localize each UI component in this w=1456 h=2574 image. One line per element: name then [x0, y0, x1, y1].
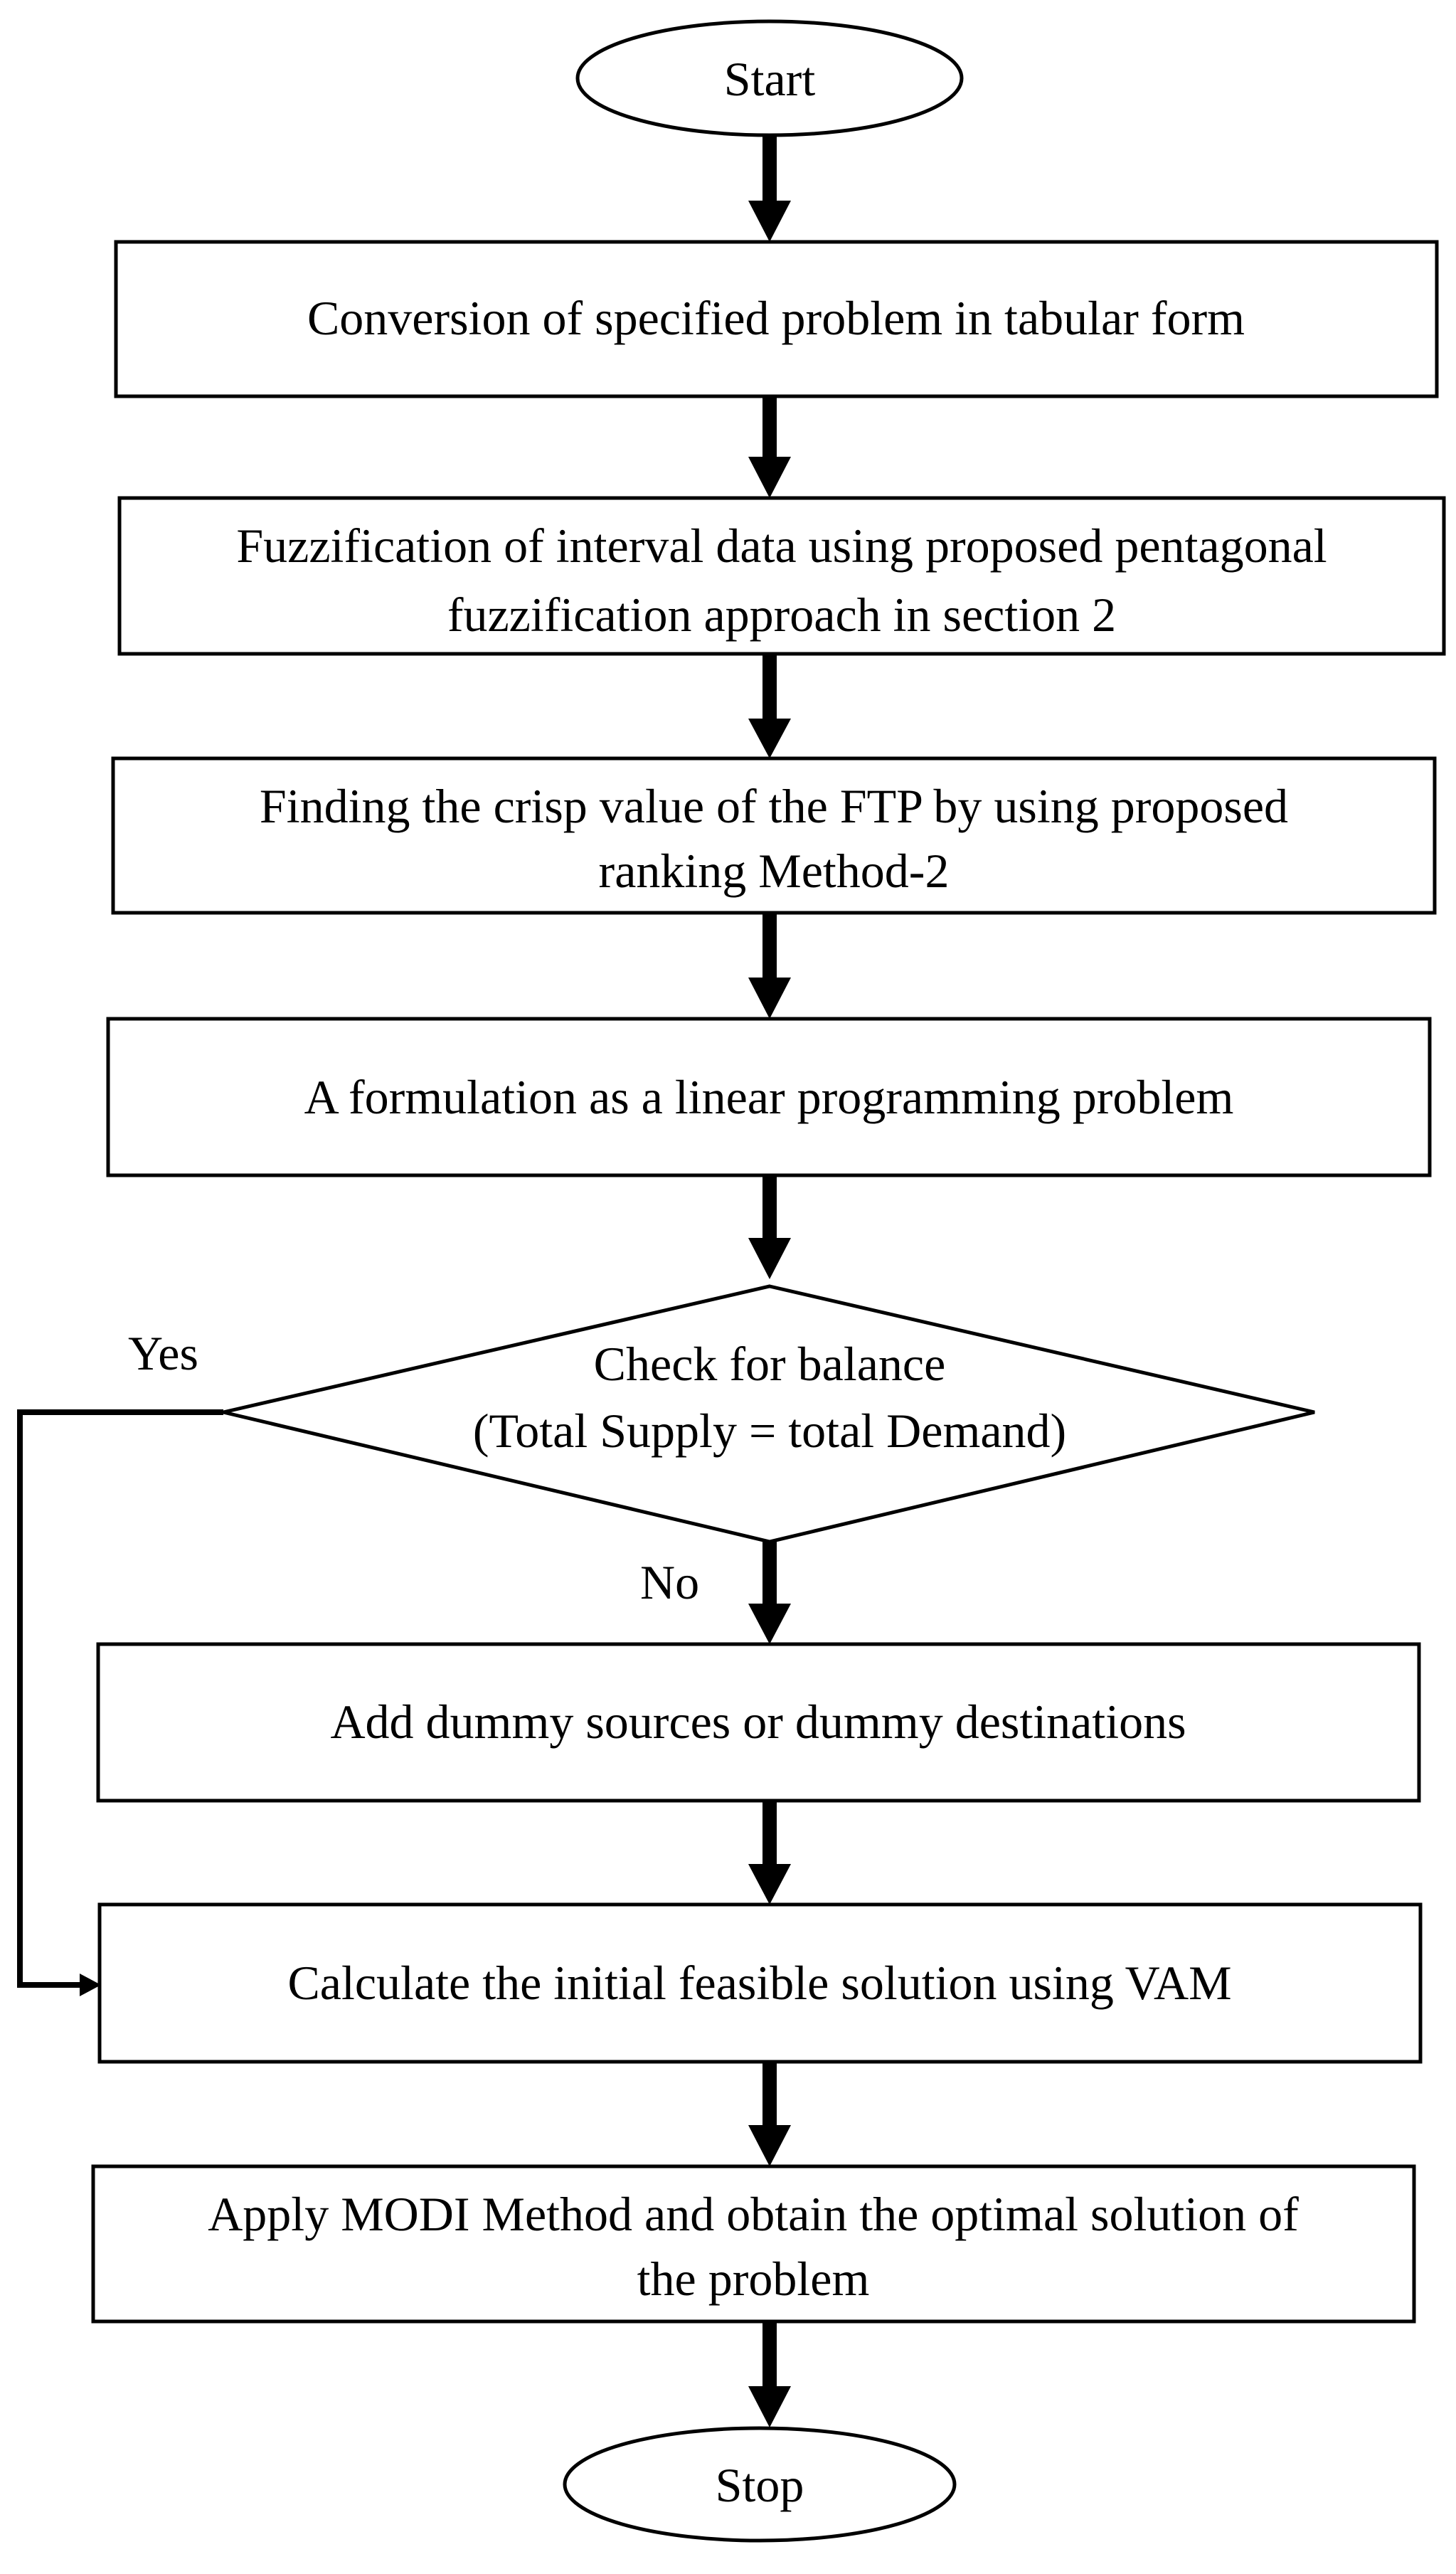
- arrow-step4-to-decision: [748, 1175, 791, 1279]
- step-text-line: Apply MODI Method and obtain the optimal…: [208, 2187, 1299, 2241]
- step-text-line: the problem: [637, 2252, 870, 2306]
- stop-oval: [563, 2426, 957, 2543]
- arrow-decision-to-dummy: [748, 1542, 791, 1644]
- process-box: [91, 2164, 1416, 2324]
- start-label: Start: [724, 52, 816, 106]
- arrow-head: [748, 1604, 791, 1644]
- step-lp-formulation: A formulation as a linear programming pr…: [106, 1017, 1432, 1177]
- arrow-head: [748, 201, 791, 242]
- arrow-head: [748, 2386, 791, 2427]
- stop-terminator: Stop: [563, 2426, 957, 2543]
- step-text-line: Fuzzification of interval data using pro…: [236, 519, 1327, 573]
- process-box: [117, 496, 1446, 656]
- arrow-head: [748, 2125, 791, 2166]
- arrow-step2-to-step3: [748, 654, 791, 758]
- start-terminator: Start: [575, 19, 964, 137]
- step-text-line: fuzzification approach in section 2: [447, 588, 1116, 642]
- yes-branch-connector: [17, 1409, 223, 1996]
- arrow-head: [748, 1864, 791, 1905]
- yes-connector-line: [17, 1409, 223, 1988]
- step-add-dummy: Add dummy sources or dummy destinations: [96, 1642, 1421, 1803]
- arrow-start-to-step1: [748, 135, 791, 242]
- arrow-head: [748, 1238, 791, 1279]
- yes-arrow-head: [80, 1974, 101, 1996]
- step-text-line: Conversion of specified problem in tabul…: [307, 291, 1245, 345]
- no-branch-label: No: [640, 1555, 699, 1609]
- arrow-modi-to-stop: [748, 2321, 791, 2427]
- arrow-dummy-to-vam: [748, 1801, 791, 1905]
- arrow-head: [748, 719, 791, 758]
- decision-balance-check: Check for balance (Total Supply = total …: [223, 1284, 1315, 1544]
- step-text-line: A formulation as a linear programming pr…: [304, 1070, 1234, 1124]
- arrow-head: [748, 457, 791, 498]
- arrow-step3-to-step4: [748, 913, 791, 1019]
- process-box: [97, 1902, 1423, 2064]
- stop-label: Stop: [716, 2458, 804, 2512]
- arrow-step1-to-step2: [748, 396, 791, 498]
- step-text-line: Finding the crisp value of the FTP by us…: [260, 779, 1288, 833]
- step-fuzzification: Fuzzification of interval data using pro…: [117, 496, 1446, 656]
- step-text-line: Calculate the initial feasible solution …: [287, 1956, 1231, 2010]
- process-box: [111, 756, 1437, 915]
- step-vam: Calculate the initial feasible solution …: [97, 1902, 1423, 2064]
- arrow-head: [748, 978, 791, 1019]
- decision-text-line: Check for balance: [594, 1337, 946, 1391]
- process-box: [106, 1017, 1432, 1177]
- step-conversion-tabular: Conversion of specified problem in tabul…: [114, 240, 1439, 398]
- decision-text-line: (Total Supply = total Demand): [473, 1404, 1066, 1458]
- step-crisp-value: Finding the crisp value of the FTP by us…: [111, 756, 1437, 915]
- process-box: [96, 1642, 1421, 1803]
- step-text-line: Add dummy sources or dummy destinations: [330, 1695, 1186, 1749]
- step-text-line: ranking Method-2: [599, 844, 950, 898]
- process-box: [114, 240, 1439, 398]
- step-modi: Apply MODI Method and obtain the optimal…: [91, 2164, 1416, 2324]
- yes-branch-label: Yes: [128, 1326, 198, 1380]
- arrow-vam-to-modi: [748, 2062, 791, 2166]
